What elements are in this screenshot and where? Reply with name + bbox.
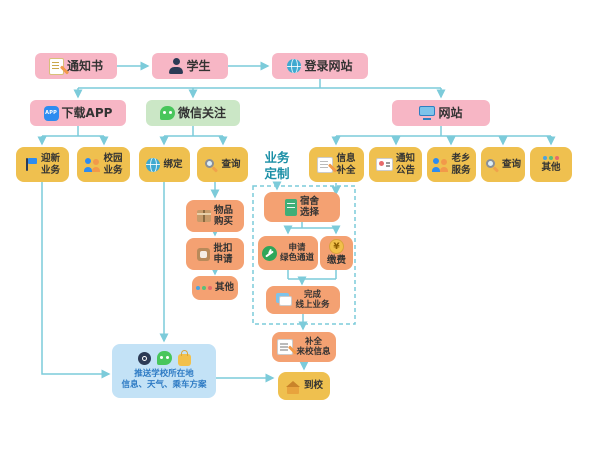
search-icon-web xyxy=(485,158,499,172)
query-web-label: 查询 xyxy=(501,158,521,170)
chat-bubble-icon xyxy=(156,351,172,366)
welcome-service-label: 迎新 业务 xyxy=(40,153,60,176)
business-custom-label: 业务 定制 xyxy=(264,150,290,181)
fellow-people-icon xyxy=(432,157,448,172)
monitor-icon xyxy=(419,106,436,120)
bind-globe-icon xyxy=(146,157,161,172)
wechat-icon xyxy=(159,106,175,120)
campus-service-label: 校园 业务 xyxy=(103,153,123,176)
announcement-card-icon xyxy=(375,158,393,171)
website-label: 网站 xyxy=(438,105,463,120)
money-icon: ¥ xyxy=(329,239,344,255)
other-task-label: 其他 xyxy=(214,282,234,294)
node-website: 网站 xyxy=(392,100,490,126)
push-info-panel: 推送学校所在地 信息、天气、乘车方案 xyxy=(112,344,216,398)
school-building-icon xyxy=(285,379,301,394)
node-other-web: 其他 xyxy=(530,147,572,182)
node-query-web: 查询 xyxy=(481,147,525,182)
form-pencil-icon-2 xyxy=(277,339,294,355)
pay-label: 缴费 xyxy=(326,255,346,267)
push-panel-text: 推送学校所在地 信息、天气、乘车方案 xyxy=(121,369,206,391)
node-pay: ¥ 缴费 xyxy=(320,236,353,270)
node-campus-service: 校园 业务 xyxy=(77,147,130,182)
push-panel-line2: 信息、天气、乘车方案 xyxy=(121,380,207,390)
dorm-select-label: 宿舍 选择 xyxy=(299,195,319,218)
stamp-icon xyxy=(197,247,211,261)
ellipsis-icon-task xyxy=(195,285,212,291)
node-login-website: 登录网站 xyxy=(272,53,368,79)
node-announcements: 通知 公告 xyxy=(369,147,422,182)
green-channel-icon xyxy=(261,245,277,261)
node-welcome-service: 迎新 业务 xyxy=(16,147,69,182)
node-arrive-school: 到校 xyxy=(278,372,330,400)
node-wechat-follow: 微信关注 xyxy=(146,100,240,126)
node-batch-deduct: 批扣 申请 xyxy=(186,238,244,270)
node-download-app: APP 下载APP xyxy=(30,100,126,126)
node-student: 学生 xyxy=(152,53,228,79)
login-website-label: 登录网站 xyxy=(304,58,353,73)
finish-online-label: 完成 线上业务 xyxy=(295,289,330,310)
node-fellow-service: 老乡 服务 xyxy=(427,147,476,182)
search-icon xyxy=(204,158,218,172)
node-green-channel: 申请 绿色通道 xyxy=(258,236,318,270)
ellipsis-icon xyxy=(543,155,559,161)
wechat-follow-label: 微信关注 xyxy=(177,105,226,120)
node-query-wechat: 查询 xyxy=(197,147,248,182)
bag-icon xyxy=(177,349,191,366)
complete-arrival-info-label: 补全 来校信息 xyxy=(296,336,331,357)
notice-label: 通知书 xyxy=(66,58,103,73)
node-goods-purchase: 物品 购买 xyxy=(186,200,244,232)
push-panel-line1: 推送学校所在地 xyxy=(134,368,194,379)
people-icon xyxy=(84,157,100,172)
student-label: 学生 xyxy=(186,58,211,73)
goods-purchase-label: 物品 购买 xyxy=(213,204,233,227)
globe-icon xyxy=(287,59,302,73)
student-icon xyxy=(169,58,184,74)
batch-deduct-label: 批扣 申请 xyxy=(213,242,233,265)
node-finish-online: 完成 线上业务 xyxy=(266,286,340,314)
fellow-service-label: 老乡 服务 xyxy=(451,153,471,176)
arrive-school-label: 到校 xyxy=(303,380,323,392)
form-pencil-icon xyxy=(317,156,334,173)
push-panel-icons xyxy=(137,349,191,366)
node-bind: 绑定 xyxy=(139,147,190,182)
node-other-task: 其他 xyxy=(192,276,238,300)
download-app-label: 下载APP xyxy=(61,105,113,120)
green-channel-label: 申请 绿色通道 xyxy=(279,242,314,263)
node-dorm-select: 宿舍 选择 xyxy=(264,192,340,222)
app-icon: APP xyxy=(43,105,59,121)
flag-icon xyxy=(25,157,38,172)
node-notice: 通知书 xyxy=(35,53,117,79)
node-complete-arrival-info: 补全 来校信息 xyxy=(272,332,336,362)
notice-letter-icon xyxy=(48,57,64,75)
node-info-complete: 信息 补全 xyxy=(309,147,364,182)
cabinet-icon xyxy=(284,198,297,216)
documents-icon xyxy=(276,293,293,307)
radar-icon xyxy=(137,351,151,365)
announcements-label: 通知 公告 xyxy=(395,153,415,176)
query-wechat-label: 查询 xyxy=(221,158,241,170)
other-web-label: 其他 xyxy=(541,161,561,173)
bind-label: 绑定 xyxy=(163,158,183,170)
package-icon xyxy=(196,210,211,222)
info-complete-label: 信息 补全 xyxy=(336,153,356,176)
